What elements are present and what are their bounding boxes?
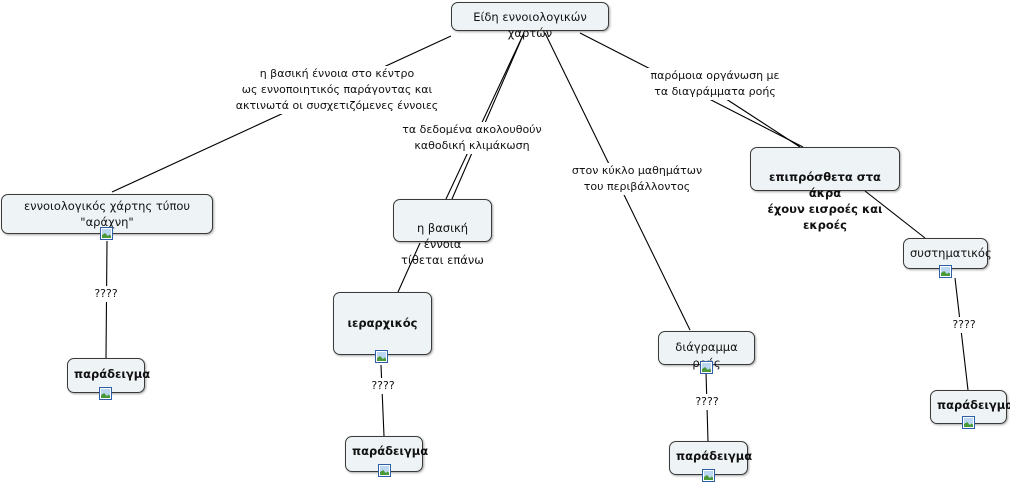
image-icon[interactable] (962, 416, 975, 429)
link-label-question: ???? (687, 394, 727, 410)
connector-line (719, 94, 801, 148)
concept-node-label: ιεραρχικός (347, 316, 418, 330)
image-icon[interactable] (700, 361, 713, 374)
concept-node-flowchart[interactable]: διάγραμμα ροής (658, 331, 755, 374)
connector-line (111, 35, 452, 193)
connector-line (397, 242, 421, 293)
link-label-similar-flow: παρόμοια οργάνωση με τα διαγράμματα ροής (640, 68, 790, 100)
connector-line (445, 32, 525, 200)
image-icon[interactable] (100, 227, 113, 240)
image-icon[interactable] (939, 265, 952, 278)
concept-node-spider[interactable]: εννοιολογικός χάρτης τύπου "αράχνη" (1, 194, 213, 240)
concept-node-top-concept[interactable]: η βασική έννοια τίθεται επάνω (393, 199, 492, 267)
concept-node-systemic[interactable]: συστηματικός (903, 238, 992, 278)
concept-node-label: συστηματικός (910, 246, 992, 260)
link-label-question: ???? (86, 286, 126, 302)
link-label-question: ???? (363, 378, 403, 394)
image-icon[interactable] (702, 469, 715, 482)
connector-line (864, 190, 926, 239)
connector-line (954, 277, 969, 391)
example-node[interactable]: παράδειγμα (930, 390, 1010, 429)
link-label-top-down: τα δεδομένα ακολουθούν καθοδική κλιμάκωσ… (392, 122, 552, 154)
example-node[interactable]: παράδειγμα (67, 358, 151, 400)
connector-line (451, 32, 525, 200)
link-label-cycle: στον κύκλο μαθημάτων του περιβάλλοντος (562, 163, 712, 195)
image-icon[interactable] (375, 350, 388, 363)
example-node[interactable]: παράδειγμα (345, 436, 429, 477)
root-node[interactable]: Είδη εννοιολογικών χαρτών (451, 2, 609, 40)
example-node-label: παράδειγμα (676, 449, 753, 463)
concept-node-label: εννοιολογικός χάρτης τύπου "αράχνη" (23, 199, 191, 229)
example-node[interactable]: παράδειγμα (669, 441, 753, 482)
example-node-label: παράδειγμα (74, 367, 151, 381)
example-node-label: παράδειγμα (352, 444, 429, 458)
image-icon[interactable] (99, 387, 112, 400)
concept-node-hierarchical[interactable]: ιεραρχικός (333, 292, 432, 363)
example-node-label: παράδειγμα (937, 398, 1010, 412)
concept-node-label: η βασική έννοια τίθεται επάνω (401, 221, 484, 267)
link-label-question: ???? (944, 317, 984, 333)
concept-node-inflow-outflow[interactable]: επιπρόσθετα στα άκρα έχουν εισροές και ε… (750, 147, 900, 232)
root-node-label: Είδη εννοιολογικών χαρτών (473, 10, 587, 40)
connector-line (380, 364, 385, 437)
image-icon[interactable] (378, 464, 391, 477)
link-label-center-concept: η βασική έννοια στο κέντρο ως εννοποιητι… (222, 66, 452, 114)
concept-node-label: επιπρόσθετα στα άκρα έχουν εισροές και ε… (767, 170, 883, 232)
